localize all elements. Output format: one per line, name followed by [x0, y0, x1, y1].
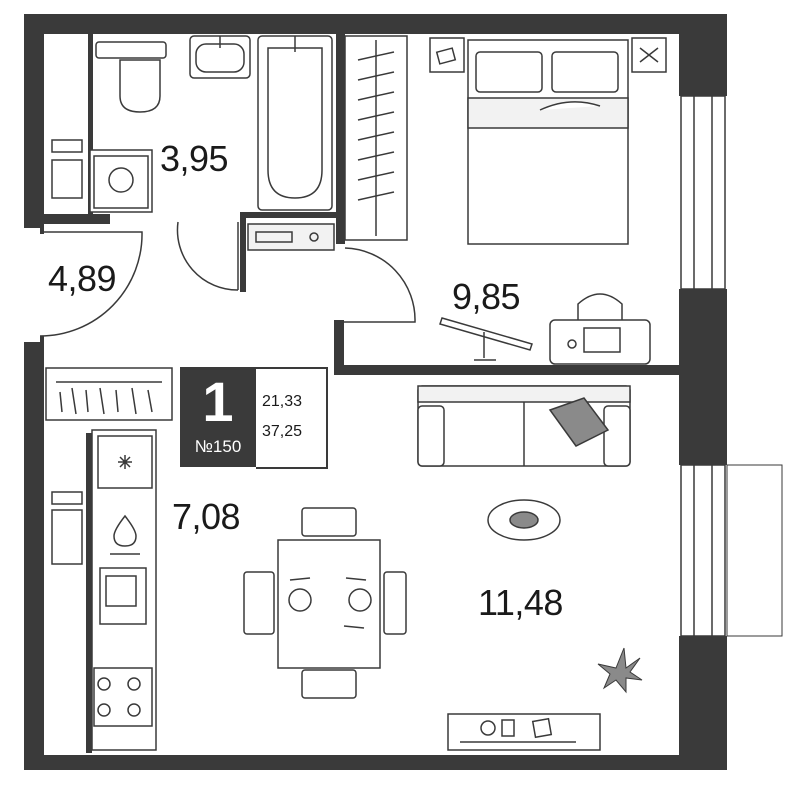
- double-bed-icon: [467, 39, 629, 245]
- pillow-icon: [548, 397, 610, 447]
- area-label-living-room: 11,48: [478, 582, 563, 623]
- kitchen-shelf: [45, 367, 173, 421]
- tv-stand-icon: [447, 713, 601, 751]
- towel-rail: [247, 223, 335, 251]
- bag-icon: [549, 293, 651, 365]
- washbasin-icon: [189, 35, 251, 79]
- plant-icon: [597, 647, 643, 694]
- apartment-info-badge: 1 №150 21,33 37,25: [180, 367, 328, 469]
- wardrobe-icon: [344, 35, 408, 241]
- rug-icon: [487, 499, 561, 541]
- area-summary-block: 21,33 37,25: [256, 367, 328, 469]
- window-icon: [680, 95, 726, 290]
- chair-icon: [243, 507, 407, 699]
- living-area-value: 21,33: [262, 393, 303, 410]
- toilet-icon: [95, 41, 167, 113]
- total-area-value: 37,25: [262, 423, 303, 440]
- washing-machine-icon: [89, 149, 153, 213]
- area-label-hallway: 4,89: [48, 258, 117, 299]
- radiator: [51, 139, 83, 565]
- rooms-count: 1: [202, 370, 234, 433]
- bathtub-icon: [257, 35, 333, 211]
- dining-table-icon: [277, 539, 381, 669]
- apartment-number: №150: [194, 437, 242, 456]
- interior-walls: [40, 34, 679, 375]
- area-label-bedroom: 9,85: [452, 276, 521, 317]
- area-label-kitchen: 7,08: [172, 496, 241, 537]
- area-label-bathroom: 3,95: [160, 138, 229, 179]
- window-icon: [680, 464, 726, 637]
- stove-icon: [93, 667, 153, 727]
- desk-lamp-icon: [439, 317, 533, 361]
- exterior-walls: [24, 14, 727, 770]
- fridge-icon: [97, 435, 153, 489]
- door-swing-icon: [39, 221, 416, 337]
- apartment-type-block: 1 №150: [180, 367, 256, 467]
- balcony-window: [726, 464, 783, 637]
- nightstand: [429, 37, 667, 73]
- sink-icon: [99, 514, 147, 625]
